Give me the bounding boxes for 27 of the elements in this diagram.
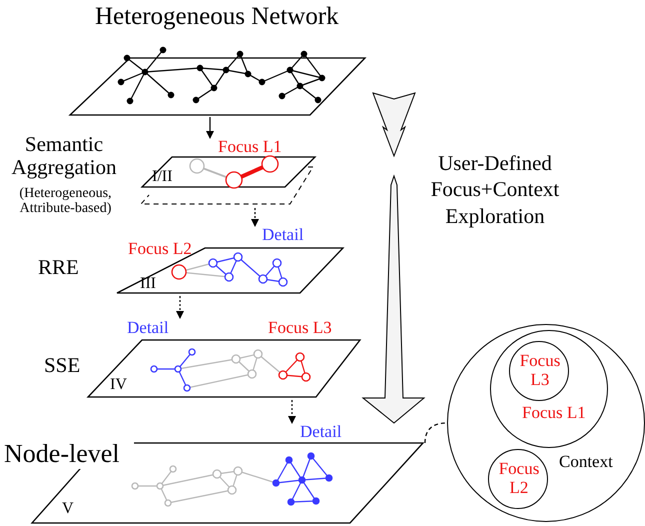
level-numeral: V — [62, 500, 74, 518]
focus-context-circle — [447, 324, 645, 522]
node-annotation: Focus L1 — [218, 138, 282, 157]
layer-title: Heterogeneous Network — [95, 3, 339, 30]
focus-context-circle — [488, 449, 548, 509]
circle-label: Context — [559, 453, 613, 472]
arrow — [206, 117, 214, 139]
focus-context-circle — [490, 330, 608, 448]
circle-label: Focus L2 — [498, 460, 540, 498]
node-annotation: Focus L3 — [268, 319, 332, 338]
level-numeral: IV — [110, 376, 127, 394]
node-annotation: Detail — [127, 319, 169, 338]
layer-name: Node-level — [4, 440, 134, 469]
level-numeral: III — [140, 275, 156, 293]
arrow — [176, 296, 184, 319]
arrow — [288, 400, 296, 424]
level-numeral: I/II — [152, 168, 172, 186]
circle-label: Focus L1 — [522, 404, 586, 423]
node-annotation: Detail — [262, 226, 304, 245]
connector-line — [424, 422, 448, 444]
annotation-text: User-Defined Focus+Context Exploration — [430, 150, 560, 229]
node-annotation: Detail — [300, 423, 342, 442]
arrow — [251, 208, 259, 227]
focus-context-circle — [509, 341, 569, 401]
circle-label: Focus L3 — [518, 352, 562, 390]
network-layer-plane — [115, 226, 347, 296]
node-annotation: Focus L2 — [128, 240, 192, 259]
